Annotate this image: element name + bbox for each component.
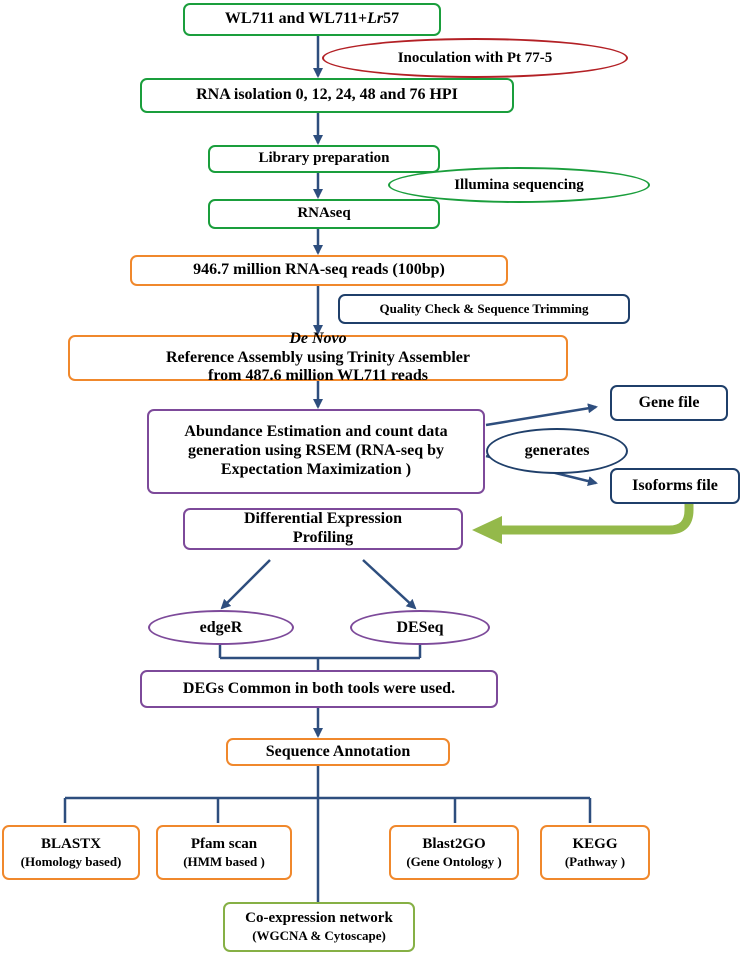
blastx-node: BLASTX (Homology based) <box>2 825 140 880</box>
rnaseq-node: RNAseq <box>208 199 440 229</box>
blast2go-node: Blast2GO (Gene Ontology ) <box>389 825 519 880</box>
generates-node: generates <box>486 428 628 474</box>
inoculation-node: Inoculation with Pt 77-5 <box>322 38 628 78</box>
pfam-node: Pfam scan (HMM based ) <box>156 825 292 880</box>
assembly-italic: De Novo <box>289 329 347 347</box>
coexpression-node: Co-expression network (WGCNA & Cytoscape… <box>223 902 415 952</box>
isoforms-file-node: Isoforms file <box>610 468 740 504</box>
sequence-annotation-node: Sequence Annotation <box>226 738 450 766</box>
arrow-diff-to-edger <box>220 559 271 610</box>
gene-name-italic: Lr <box>367 10 384 28</box>
rna-isolation-node: RNA isolation 0, 12, 24, 48 and 76 HPI <box>140 78 514 113</box>
feedback-arrow <box>500 494 694 535</box>
arrow-to-gene-file <box>485 403 598 427</box>
kegg-node: KEGG (Pathway ) <box>540 825 650 880</box>
illumina-node: Illumina sequencing <box>388 167 650 203</box>
edger-node: edgeR <box>148 610 294 645</box>
library-preparation-node: Library preparation <box>208 145 440 173</box>
differential-expression-node: Differential Expression Profiling <box>183 508 463 550</box>
degs-common-node: DEGs Common in both tools were used. <box>140 670 498 708</box>
quality-check-node: Quality Check & Sequence Trimming <box>338 294 630 324</box>
assembly-node: De Novo Reference Assembly using Trinity… <box>68 330 568 384</box>
reads-node: 946.7 million RNA-seq reads (100bp) <box>130 255 508 286</box>
deseq-node: DESeq <box>350 610 490 645</box>
abundance-node: Abundance Estimation and count data gene… <box>147 409 485 494</box>
arrow-diff-to-deseq <box>362 559 417 610</box>
gene-file-node: Gene file <box>610 385 728 421</box>
feedback-arrow-head <box>472 516 502 544</box>
start-node: WL711 and WL711+Lr57 <box>183 3 441 36</box>
